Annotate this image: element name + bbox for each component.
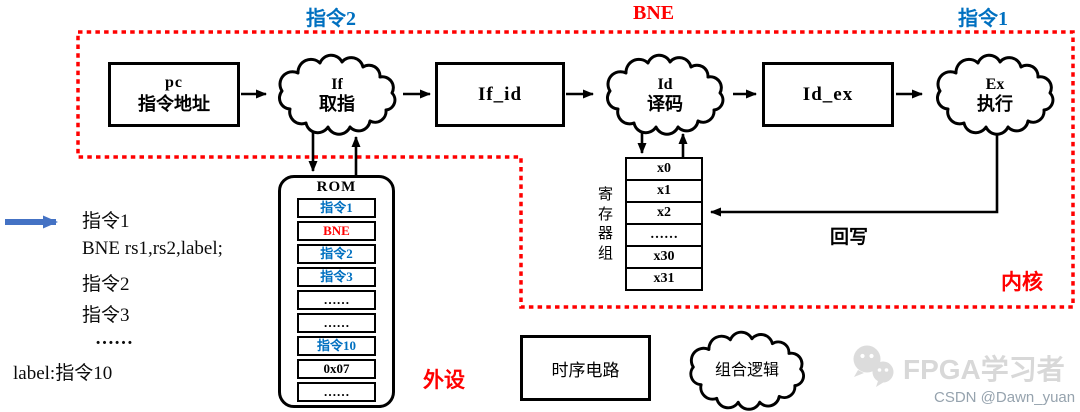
- rom-row: BNE: [297, 221, 376, 241]
- register-file-label: 寄存器组: [597, 187, 613, 262]
- program-line: 指令2: [82, 274, 130, 295]
- watermark-credit: CSDN @Dawn_yuan: [934, 389, 1076, 406]
- pc-box: pc 指令地址: [108, 62, 240, 127]
- rom-row: 指令10: [297, 336, 376, 356]
- ifid-box: If_id: [435, 62, 565, 127]
- register-row: ……: [625, 223, 703, 247]
- rom-row: 指令1: [297, 198, 376, 218]
- id-cloud: Id 译码: [598, 52, 732, 138]
- ex-cloud: Ex 执行: [928, 52, 1062, 138]
- rom-row: 指令2: [297, 244, 376, 264]
- id-cloud-title: Id: [657, 75, 673, 93]
- label-instr1: 指令1: [958, 8, 1008, 30]
- register-row: x31: [625, 267, 703, 291]
- if-cloud-subtitle: 取指: [319, 93, 355, 114]
- wechat-icon: [853, 345, 894, 387]
- program-line: ……: [95, 328, 133, 349]
- rom-row: 0x07: [297, 359, 376, 379]
- ifid-box-label: If_id: [477, 83, 523, 105]
- program-line: 指令3: [82, 305, 130, 326]
- if-cloud-title: If: [331, 75, 343, 93]
- register-row: x1: [625, 179, 703, 203]
- rom-title: ROM: [316, 179, 357, 195]
- register-row: x2: [625, 201, 703, 225]
- pc-box-subtitle: 指令地址: [138, 94, 210, 115]
- rom-row: 指令3: [297, 267, 376, 287]
- register-file: x0 x1 x2 …… x30 x31: [625, 157, 703, 291]
- program-line: label:指令10: [13, 363, 113, 384]
- label-instr2: 指令2: [306, 8, 356, 30]
- ex-cloud-subtitle: 执行: [977, 93, 1013, 114]
- program-line: 指令1: [82, 211, 130, 232]
- rom-row: ……: [297, 382, 376, 402]
- register-row: x30: [625, 245, 703, 269]
- rom-row: ……: [297, 290, 376, 310]
- legend-sequential-label: 时序电路: [551, 360, 620, 380]
- program-line: BNE rs1,rs2,label;: [82, 238, 223, 259]
- writeback-label: 回写: [830, 227, 869, 248]
- watermark-brand: FPGA学习者: [903, 354, 1065, 385]
- legend-combinational-label: 组合逻辑: [714, 362, 779, 380]
- legend-combinational-cloud: 组合逻辑: [676, 330, 818, 412]
- if-cloud: If 取指: [270, 52, 404, 138]
- kernel-label: 内核: [1001, 270, 1043, 294]
- pc-box-title: pc: [165, 74, 183, 92]
- legend-sequential-box: 时序电路: [520, 335, 651, 401]
- register-row: x0: [625, 157, 703, 181]
- idex-box-label: Id_ex: [802, 83, 854, 105]
- idex-box: Id_ex: [762, 62, 894, 127]
- writeback-path: [710, 134, 999, 217]
- id-cloud-subtitle: 译码: [647, 93, 683, 114]
- label-bne: BNE: [633, 2, 675, 24]
- ex-cloud-title: Ex: [985, 75, 1005, 93]
- rom-block: ROM 指令1 BNE 指令2 指令3 …… …… 指令10 0x07 ……: [278, 175, 395, 408]
- rom-row: ……: [297, 313, 376, 333]
- peripheral-label: 外设: [423, 368, 465, 392]
